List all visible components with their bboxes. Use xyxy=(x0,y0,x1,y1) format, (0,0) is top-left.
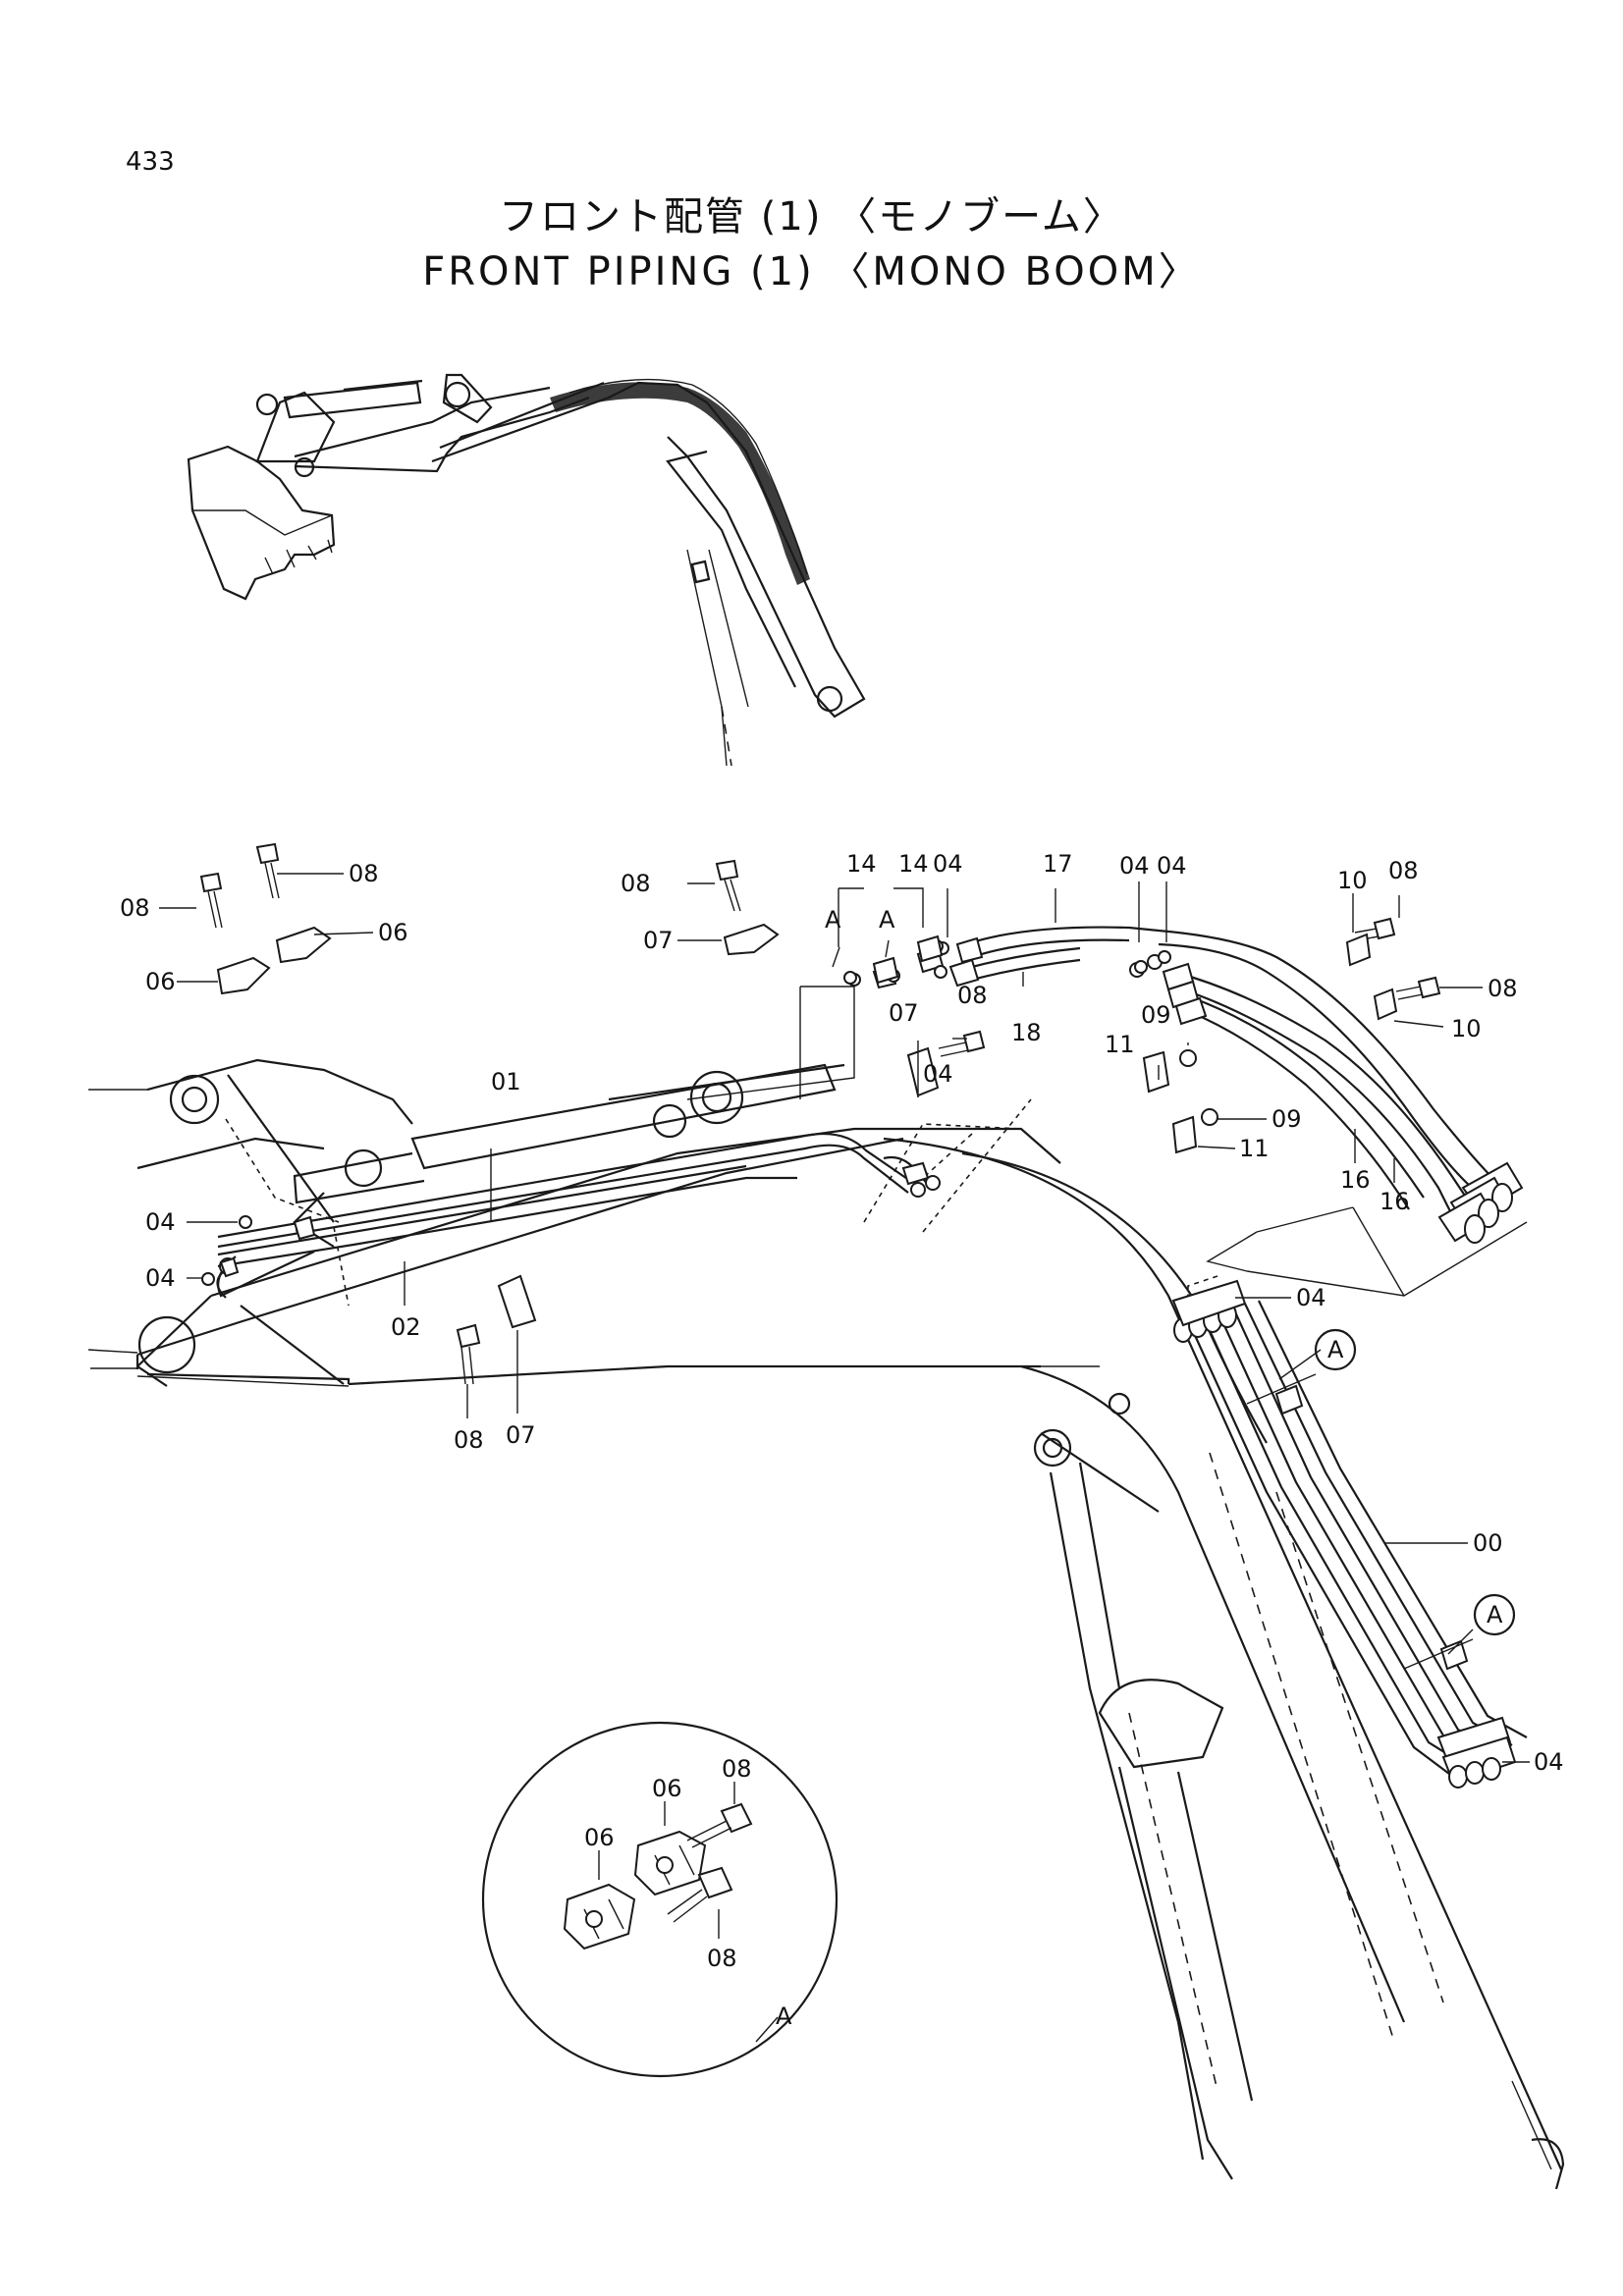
callout-11: 11 xyxy=(1239,1135,1270,1162)
detail-callout-08: 08 xyxy=(707,1945,737,1972)
reference-a: A xyxy=(825,906,841,934)
bolt-08-right-1 xyxy=(1354,917,1396,941)
callout-04: 04 xyxy=(1119,852,1150,880)
callout-04: 04 xyxy=(1157,852,1187,880)
reference-a: A xyxy=(1487,1601,1503,1629)
title-japanese: フロント配管 (1) 〈モノブーム〉 xyxy=(499,194,1124,240)
bolt-08-top-center xyxy=(715,859,741,912)
callout-07: 07 xyxy=(506,1421,536,1449)
callout-00: 00 xyxy=(1473,1529,1503,1557)
bolt-08-left xyxy=(199,872,223,929)
bolt-08-center xyxy=(938,1030,986,1057)
hose-end-fittings-boom-bottom xyxy=(1436,1716,1517,1789)
overview-excavator-illustration xyxy=(187,373,866,767)
reference-a: A xyxy=(1327,1336,1344,1363)
callout-08: 08 xyxy=(349,860,379,887)
title-english: FRONT PIPING (1) 〈MONO BOOM〉 xyxy=(422,249,1201,294)
callout-08: 08 xyxy=(120,894,150,922)
callout-08: 08 xyxy=(621,870,651,897)
callout-07: 07 xyxy=(889,999,919,1027)
leader-lines xyxy=(159,873,1530,1763)
callout-10: 10 xyxy=(1451,1015,1482,1042)
bolt-08-bottom xyxy=(456,1323,481,1385)
reference-a: A xyxy=(879,906,895,934)
callout-04: 04 xyxy=(1296,1284,1326,1311)
callout-04: 04 xyxy=(145,1264,176,1292)
callout-04: 04 xyxy=(145,1208,176,1236)
small-parts xyxy=(199,842,1441,1385)
callout-04: 04 xyxy=(933,850,963,878)
callout-16: 16 xyxy=(1380,1188,1410,1215)
callout-labels: 08 08 06 06 08 07 14 14 04 A A 17 04 04 … xyxy=(120,850,1564,2030)
callout-07: 07 xyxy=(643,927,674,954)
callout-08: 08 xyxy=(957,982,988,1009)
detail-callout-06: 06 xyxy=(584,1824,615,1851)
bolt-08-middle-left xyxy=(255,842,280,899)
reference-markers xyxy=(1314,1328,1516,1636)
callout-14: 14 xyxy=(846,850,877,878)
callout-01: 01 xyxy=(491,1068,521,1095)
callout-11: 11 xyxy=(1105,1031,1135,1058)
detail-view-a xyxy=(481,1721,839,2078)
callout-08: 08 xyxy=(1488,975,1518,1002)
callout-04: 04 xyxy=(923,1060,953,1088)
detail-callout-06: 06 xyxy=(652,1775,682,1802)
callout-16: 16 xyxy=(1340,1166,1371,1194)
callout-09: 09 xyxy=(1141,1001,1171,1029)
callout-10: 10 xyxy=(1337,867,1368,894)
callout-06: 06 xyxy=(145,968,176,995)
detail-view-label: A xyxy=(776,2002,792,2030)
hose-end-fittings-boom-top xyxy=(1171,1279,1247,1343)
callout-02: 02 xyxy=(391,1313,421,1341)
callout-18: 18 xyxy=(1011,1019,1042,1046)
detail-callout-08: 08 xyxy=(722,1755,752,1783)
callout-08: 08 xyxy=(454,1426,484,1454)
page-number: 433 xyxy=(126,147,175,177)
bolt-08-right-2 xyxy=(1395,976,1441,1000)
hose-end-fittings-upper xyxy=(1437,1161,1524,1244)
callout-14: 14 xyxy=(898,850,929,878)
callout-08: 08 xyxy=(1388,857,1419,884)
callout-09: 09 xyxy=(1271,1105,1302,1133)
callout-17: 17 xyxy=(1043,850,1073,878)
callout-06: 06 xyxy=(378,919,408,946)
callout-04: 04 xyxy=(1534,1748,1564,1776)
